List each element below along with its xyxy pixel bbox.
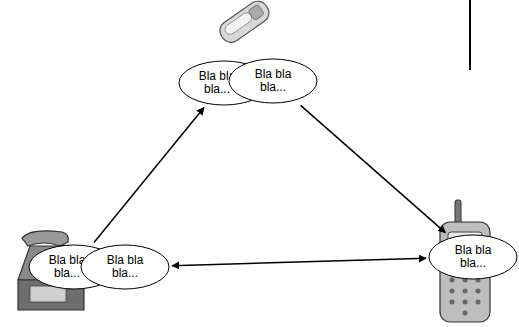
- connector: [94, 108, 204, 243]
- connector: [172, 258, 426, 265]
- bubble-text: Bla bla bla...: [97, 254, 153, 280]
- handset-icon: [216, 0, 273, 46]
- speech-bubble: Bla bla bla...: [428, 234, 518, 280]
- connector: [301, 105, 446, 232]
- speech-bubble: Bla bla bla...: [228, 58, 318, 104]
- speech-bubble: Bla bla bla...: [80, 244, 170, 290]
- bubble-text: Bla bla bla...: [445, 244, 501, 270]
- rule-line: [469, 0, 471, 70]
- bubble-text: Bla bla bla...: [245, 68, 301, 94]
